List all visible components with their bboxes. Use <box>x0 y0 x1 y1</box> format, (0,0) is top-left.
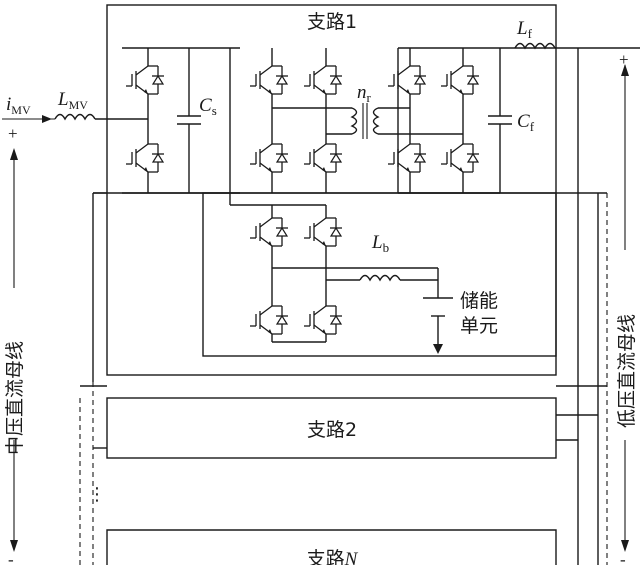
label-nr-main: n <box>357 82 367 103</box>
label-nr-sub: r <box>367 90 372 105</box>
igbt-11 <box>250 217 289 247</box>
transformer-secondary <box>372 107 380 135</box>
label-lb: Lb <box>371 232 389 255</box>
label-lmv-sub: MV <box>69 98 89 112</box>
label-lmv: LMV <box>57 89 88 112</box>
igbt-1 <box>126 65 165 95</box>
storage-label-1: 储能 <box>460 290 498 312</box>
label-lf-sub: f <box>528 26 533 41</box>
lv-bus-arrowhead-top <box>621 64 629 76</box>
igbt-4 <box>304 65 343 95</box>
lv-minus: - <box>620 550 626 565</box>
label-cf-sub: f <box>530 119 535 134</box>
inductor-lb <box>359 274 401 282</box>
label-lf: Lf <box>516 18 533 41</box>
branch-1-label: 支路1 <box>307 11 357 33</box>
igbt-9 <box>388 143 427 173</box>
igbt-switches <box>126 65 480 335</box>
label-nr: nr <box>357 82 372 105</box>
branch-n-label: 支路N <box>307 548 359 565</box>
mv-minus: - <box>8 550 14 565</box>
label-lb-sub: b <box>383 240 390 255</box>
storage-label-2: 单元 <box>460 315 498 337</box>
lv-bus-arrowhead-bottom <box>621 540 629 552</box>
branch-dots: ⋮ <box>88 484 106 505</box>
label-imv-main: i <box>6 94 11 115</box>
input-arrowhead <box>42 115 52 123</box>
branch-1-box <box>106 4 557 376</box>
label-lmv-main: L <box>57 89 69 110</box>
label-imv: iMV <box>6 94 31 117</box>
label-cs-main: C <box>199 95 212 116</box>
igbt-10 <box>441 143 480 173</box>
mv-bus-arrowhead-top <box>10 148 18 160</box>
branch-n-prefix: 支路 <box>307 548 345 565</box>
branch-n-index: N <box>344 549 359 565</box>
igbt-2 <box>126 143 165 173</box>
mv-bus-arrowhead-bottom <box>10 540 18 552</box>
lv-bus-label: 低压直流母线 <box>616 314 638 428</box>
label-cf: Cf <box>517 111 535 134</box>
battery-arrowhead <box>433 344 443 354</box>
igbt-8 <box>441 65 480 95</box>
inductor-lf <box>514 42 556 50</box>
igbt-5 <box>250 143 289 173</box>
igbt-12 <box>304 217 343 247</box>
label-lf-main: L <box>516 18 528 39</box>
label-cs: Cs <box>199 95 217 118</box>
igbt-14 <box>304 305 343 335</box>
igbt-3 <box>250 65 289 95</box>
label-lb-main: L <box>371 232 383 253</box>
branch-2-box <box>106 397 557 459</box>
lv-plus: + <box>619 50 629 69</box>
storage-inner-box <box>202 192 557 357</box>
transformer-primary <box>350 107 358 135</box>
igbt-7 <box>388 65 427 95</box>
igbt-6 <box>304 143 343 173</box>
mv-bus-label: 中压直流母线 <box>4 341 26 455</box>
label-cs-sub: s <box>212 103 217 118</box>
label-imv-sub: MV <box>11 103 31 117</box>
inductor-lmv <box>54 113 96 121</box>
igbt-13 <box>250 305 289 335</box>
label-cf-main: C <box>517 111 530 132</box>
mv-plus: + <box>8 124 18 143</box>
branch-2-label: 支路2 <box>307 419 357 441</box>
branch-n-box <box>106 529 557 565</box>
